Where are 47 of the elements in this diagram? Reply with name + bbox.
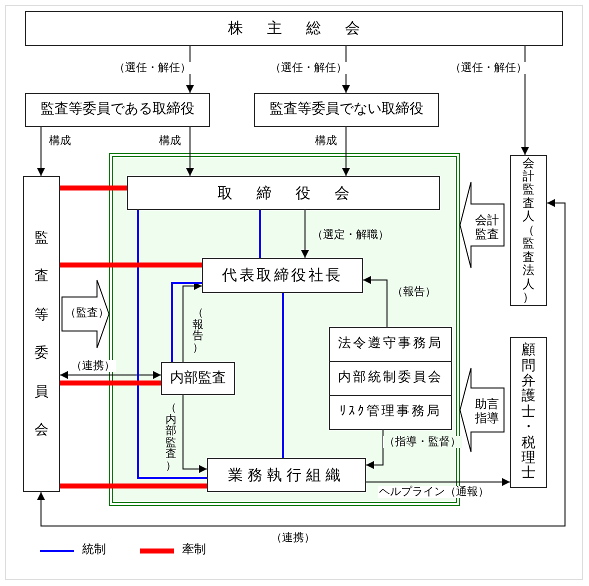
edge-label: 構成 [48, 135, 72, 148]
connector-line [259, 210, 261, 258]
connector-line [171, 282, 202, 362]
connector-line [60, 262, 202, 268]
connector-line [60, 380, 161, 386]
connector-line [60, 186, 127, 190]
edge-label: （指導・監督） [383, 436, 462, 448]
arrow [521, 46, 529, 156]
process-box: ﾘｽｸ管理事務局 [329, 395, 452, 430]
block-arrow [62, 280, 110, 348]
arrow [366, 478, 510, 486]
arrow [186, 126, 194, 176]
process-box: 監査等委員である取締役 [25, 93, 210, 127]
committee-box: 監査等委員会 [23, 176, 60, 492]
legend-label: 統制 [81, 543, 107, 556]
process-box: 監査等委員でない取締役 [254, 93, 439, 127]
edge-label: 助言指導 [474, 397, 500, 426]
arrow [37, 126, 45, 176]
process-box: 内部統制委員会 [329, 361, 452, 396]
edge-label: 構成 [158, 135, 182, 148]
block-arrow [459, 368, 504, 452]
advisor-box: 顧問弁護士・税理士 [510, 337, 547, 488]
process-box: 内部監査 [161, 362, 235, 395]
connector-line [282, 293, 284, 458]
arrow [366, 430, 384, 469]
edge-label: （内部監査） [165, 402, 177, 472]
edge-label: 会計監査 [474, 213, 500, 242]
edge-label: （報告） [192, 307, 204, 354]
arrow [342, 126, 350, 176]
meeting-box: 株主総会 [25, 11, 563, 46]
process-box: 代表取締役社長 [202, 258, 363, 293]
connector-line [137, 210, 207, 479]
process-box: 業務執行組織 [207, 458, 366, 492]
auditor-box: 会計監査人（監査法人） [510, 155, 547, 306]
legend-label: 牽制 [181, 543, 207, 556]
block-arrow [459, 182, 504, 268]
edge-label: （監査） [64, 307, 110, 320]
connector-line [60, 484, 207, 488]
arrow [362, 276, 388, 328]
arrow [182, 282, 202, 362]
arrow [37, 199, 566, 526]
process-box: 法令遵守事務局 [329, 327, 452, 362]
arrow [301, 210, 309, 258]
process-box: 取締役会 [127, 176, 440, 210]
arrow [182, 394, 208, 473]
arrow [60, 371, 162, 379]
edge-label: 構成 [314, 135, 338, 148]
